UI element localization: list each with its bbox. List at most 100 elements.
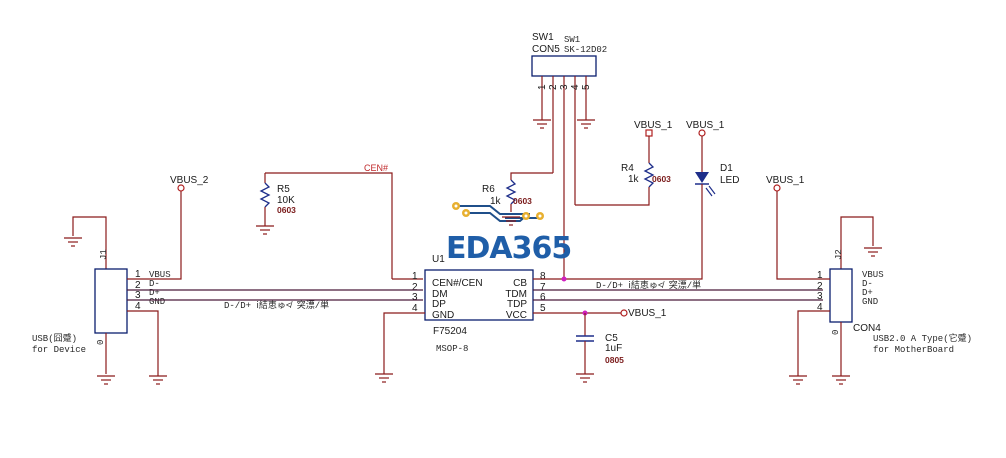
net-label-vbus1: VBUS_1 xyxy=(766,175,805,186)
r4-footprint: 0603 xyxy=(652,174,671,184)
ground-icon xyxy=(533,119,551,129)
r6-footprint: 0603 xyxy=(513,196,532,206)
sw1-ref2: SW1 xyxy=(564,35,580,45)
u1-pin-num: 5 xyxy=(540,303,546,314)
j2-pin-num: 4 xyxy=(817,302,823,313)
net-label-vbus1: VBUS_1 xyxy=(686,120,725,131)
sw1-ref: SW1 xyxy=(532,32,554,43)
j1-bottom-pin: 0 xyxy=(96,340,106,345)
u1-part: F75204 xyxy=(433,326,467,337)
j2-pin-name: D- xyxy=(862,279,873,289)
sw1-type: CON5 xyxy=(532,44,560,55)
j1-desc: for Device xyxy=(32,345,86,355)
u1-pin-name: CB xyxy=(513,278,527,289)
sw1-pin-3: 3 xyxy=(559,84,570,90)
resistor-icon xyxy=(259,182,271,208)
j1-pin-name: VBUS xyxy=(149,270,171,280)
j1-pin-num: 4 xyxy=(135,301,141,312)
u1-pin-name: TDP xyxy=(507,299,527,310)
u1-pin-num: 3 xyxy=(412,292,418,303)
u1-pin-name: TDM xyxy=(505,289,527,300)
resistor-r6[interactable]: R6 1k 0603 xyxy=(482,179,532,212)
resistor-r4[interactable]: VBUS_1 R4 1k 0603 xyxy=(621,120,673,195)
u1-pin-num: 8 xyxy=(540,271,546,282)
bus-note: D-/D+ ⅰ結恵ゅ≮ 突漂/単 xyxy=(224,299,329,311)
j2-pin-name: D+ xyxy=(862,288,873,298)
j1-pin-num: 3 xyxy=(135,290,141,301)
connector-j2[interactable]: J2 0 CON4 1 2 3 4 VBUS D- D+ GND USB2.0 … xyxy=(817,216,972,385)
sw1-pin-2: 2 xyxy=(548,84,559,90)
sw1-part: SK-12D02 xyxy=(564,45,607,55)
r6-value: 1k xyxy=(490,196,502,207)
d1-ref: D1 xyxy=(720,163,733,174)
r5-value: 10K xyxy=(277,195,295,206)
j2-body xyxy=(829,268,853,323)
ground-icon xyxy=(832,375,850,385)
led-d1[interactable]: VBUS_1 D1 LED xyxy=(686,120,739,197)
resistor-icon xyxy=(505,179,517,205)
j2-pin-name: GND xyxy=(862,297,878,307)
u1-body xyxy=(424,269,534,321)
resistor-r5[interactable]: R5 10K 0603 xyxy=(256,172,393,279)
u1-pin-name: VCC xyxy=(506,310,527,321)
ground-icon xyxy=(576,373,594,383)
j1-body xyxy=(94,268,128,334)
j1-pin-num: 2 xyxy=(135,280,141,291)
u1-pin-num: 7 xyxy=(540,282,546,293)
ground-icon xyxy=(789,375,807,385)
u1-ref: U1 xyxy=(432,254,445,265)
capacitor-c5[interactable]: C5 1uF 0805 xyxy=(576,313,624,383)
resistor-icon xyxy=(643,162,655,188)
diode-icon xyxy=(695,172,709,183)
u1-package: MSOP-8 xyxy=(436,344,468,354)
ground-icon xyxy=(149,375,167,385)
j1-pin-num: 1 xyxy=(135,269,141,280)
net-label-vbus1: VBUS_1 xyxy=(628,308,667,319)
power-port-icon xyxy=(177,184,185,192)
j2-pin-num: 3 xyxy=(817,291,823,302)
junction-dot xyxy=(561,276,567,282)
r5-footprint: 0603 xyxy=(277,205,296,215)
c5-footprint: 0805 xyxy=(605,355,624,365)
ground-icon xyxy=(864,247,882,257)
u1-pin-num: 4 xyxy=(412,303,418,314)
c5-ref: C5 xyxy=(605,333,618,344)
r5-ref: R5 xyxy=(277,184,290,195)
u1-pin-name: DP xyxy=(432,299,446,310)
j1-pin-name: D+ xyxy=(149,288,160,298)
c5-value: 1uF xyxy=(605,343,622,354)
power-port-icon xyxy=(620,309,628,317)
ground-icon xyxy=(375,373,393,383)
u1-pin-num: 2 xyxy=(412,282,418,293)
eda365-watermark: EDA365 xyxy=(446,202,572,266)
j2-desc: USB2.0 A Type(它蹙) xyxy=(873,332,972,344)
r4-value: 1k xyxy=(628,174,640,185)
switch-sw1[interactable]: SW1 CON5 SW1 SK-12D02 1 2 3 4 5 xyxy=(531,32,607,279)
watermark-text: EDA365 xyxy=(446,231,571,266)
sw1-pin-1: 1 xyxy=(537,84,548,90)
net-label-vbus1: VBUS_1 xyxy=(634,120,673,131)
j1-ref: J1 xyxy=(99,249,109,260)
bus-note: D-/D+ ⅰ結恵ゅ≮ 突漂/単 xyxy=(596,279,701,291)
sw1-body xyxy=(531,55,597,77)
ground-icon xyxy=(64,237,82,247)
ground-icon xyxy=(97,375,115,385)
ic-u1[interactable]: U1 CEN#/CEN DM DP GND CB TDM TDP VCC 1 2… xyxy=(412,254,546,354)
u1-pin-name: CEN#/CEN xyxy=(432,278,483,289)
j2-bottom-pin: 0 xyxy=(831,330,841,335)
sw1-pin-5: 5 xyxy=(581,84,592,90)
net-label-cen: CEN# xyxy=(364,163,388,173)
r4-ref: R4 xyxy=(621,163,634,174)
j2-ref-label: CON4 xyxy=(853,323,881,334)
d1-value: LED xyxy=(720,175,739,186)
u1-pin-name: GND xyxy=(432,310,454,321)
u1-pin-num: 1 xyxy=(412,271,418,282)
j2-ref: J2 xyxy=(834,249,844,260)
u1-pin-name: DM xyxy=(432,289,448,300)
j1-pin-name: D- xyxy=(149,279,160,289)
net-label-vbus2: VBUS_2 xyxy=(170,175,209,186)
connector-j1[interactable]: J1 0 1 2 3 4 VBUS D- D+ GND USB(囧蹙) for … xyxy=(32,216,171,385)
j2-pin-num: 2 xyxy=(817,281,823,292)
j2-pin-name: VBUS xyxy=(862,270,884,280)
